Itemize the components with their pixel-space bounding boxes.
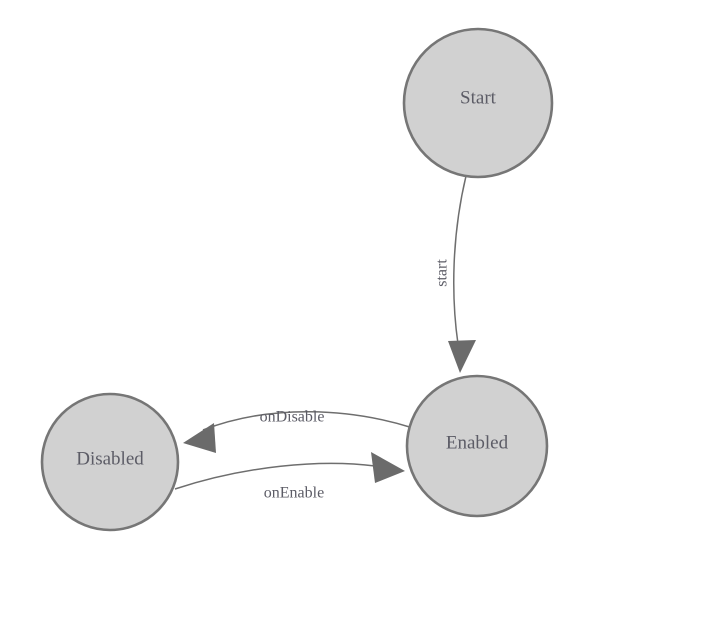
edge-enabled-to-disabled-label: onDisable [260, 409, 325, 426]
edge-disabled-to-enabled-arrowhead [371, 452, 405, 483]
state-node-enabled-circle [405, 374, 549, 518]
edge-enabled-to-disabled-arrowhead [183, 423, 216, 453]
state-node-enabled[interactable]: Enabled [405, 374, 549, 518]
edge-start-to-enabled-arrowhead [448, 340, 476, 373]
edge-enabled-to-disabled[interactable]: onDisable [183, 409, 414, 453]
edge-start-to-enabled-label: start [434, 259, 451, 287]
state-node-start-circle [402, 27, 554, 179]
edge-enabled-to-disabled-path [202, 411, 414, 431]
state-node-disabled[interactable]: Disabled [40, 392, 180, 532]
edge-disabled-to-enabled-label: onEnable [264, 485, 324, 502]
edge-disabled-to-enabled-path [174, 462, 376, 490]
state-node-start-label: Start [460, 87, 497, 108]
edge-start-to-enabled-path [453, 175, 467, 345]
state-node-enabled-label: Enabled [446, 432, 509, 453]
state-node-disabled-circle [40, 392, 180, 532]
edge-disabled-to-enabled[interactable]: onEnable [174, 452, 405, 502]
edge-start-to-enabled[interactable]: start [434, 175, 476, 373]
state-node-disabled-label: Disabled [76, 448, 144, 469]
state-node-start[interactable]: Start [402, 27, 554, 179]
